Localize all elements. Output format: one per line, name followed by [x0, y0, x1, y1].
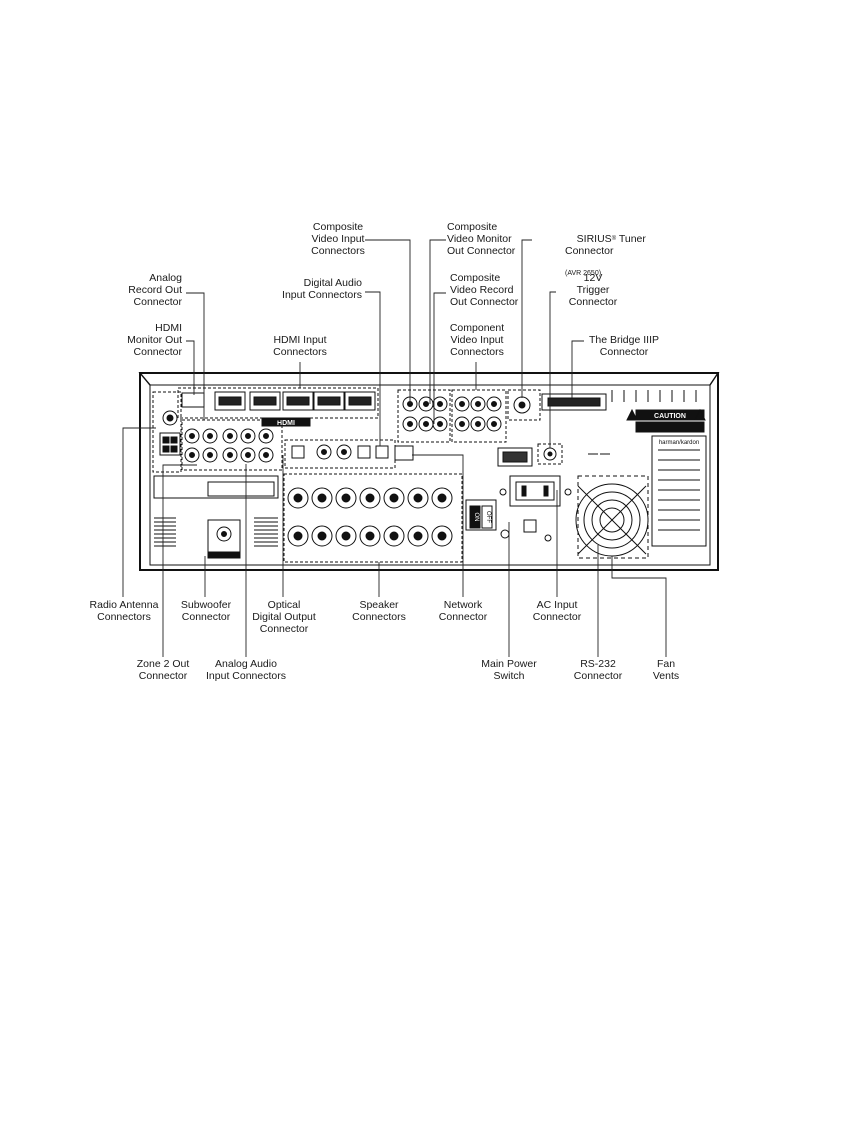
- sirius-rest: Tuner Connector: [565, 233, 646, 257]
- label-12v-trigger: 12V Trigger Connector: [568, 272, 618, 308]
- speaker-terminals: [283, 473, 463, 563]
- leader-lines: [122, 239, 667, 657]
- label-composite-video-input: Composite Video Input Connectors: [311, 221, 365, 257]
- sirius-bridge-trigger: [497, 389, 607, 467]
- component-video-block: [451, 389, 507, 443]
- label-radio-antenna: Radio Antenna Connectors: [89, 599, 159, 623]
- label-composite-video-record-out: Composite Video Record Out Connector: [450, 272, 519, 308]
- label-analog-audio-input: Analog Audio Input Connectors: [206, 658, 286, 682]
- label-bridge-iiip: The Bridge IIIP Connector: [588, 334, 660, 358]
- label-fan-vents: Fan Vents: [652, 658, 680, 682]
- label-zone2-out: Zone 2 Out Connector: [136, 658, 190, 682]
- label-main-power-switch: Main Power Switch: [481, 658, 537, 682]
- label-component-video-input: Component Video Input Connectors: [449, 322, 505, 358]
- sirius-reg: ®: [611, 236, 617, 242]
- label-speaker: Speaker Connectors: [352, 599, 406, 623]
- label-network: Network Connector: [438, 599, 488, 623]
- label-rs232: RS-232 Connector: [573, 658, 623, 682]
- label-composite-video-monitor-out: Composite Video Monitor Out Connector: [447, 221, 516, 257]
- label-sirius-tuner: SIRIUS® Tuner Connector (AVR 2650): [565, 221, 646, 302]
- power-on-text: ON: [473, 513, 479, 522]
- label-subwoofer: Subwoofer Connector: [180, 599, 232, 623]
- analog-audio-jacks: [181, 419, 283, 471]
- caution-text: CAUTION: [654, 413, 686, 420]
- label-optical-digital-output: Optical Digital Output Connector: [252, 599, 316, 635]
- left-vents-subwoofer: [153, 475, 279, 559]
- label-analog-record-out: Analog Record Out Connector: [128, 272, 182, 308]
- digital-audio-jacks: [284, 439, 414, 469]
- label-ac-input: AC Input Connector: [532, 599, 582, 623]
- sirius-word: SIRIUS: [576, 233, 612, 245]
- sirius-model-note: (AVR 2650): [565, 270, 602, 277]
- antenna-block: [152, 391, 182, 473]
- label-digital-audio-input: Digital Audio Input Connectors: [282, 277, 362, 301]
- brand-text: harman/kardon: [659, 440, 699, 446]
- power-off-text: OFF: [485, 511, 491, 523]
- label-hdmi-input: HDMI Input Connectors: [273, 334, 327, 358]
- hdmi-word: HDMI: [277, 420, 295, 427]
- power-and-ac: [465, 475, 572, 542]
- composite-video-block: [397, 389, 451, 443]
- label-hdmi-monitor-out: HDMI Monitor Out Connector: [127, 322, 182, 358]
- right-side: [575, 390, 707, 559]
